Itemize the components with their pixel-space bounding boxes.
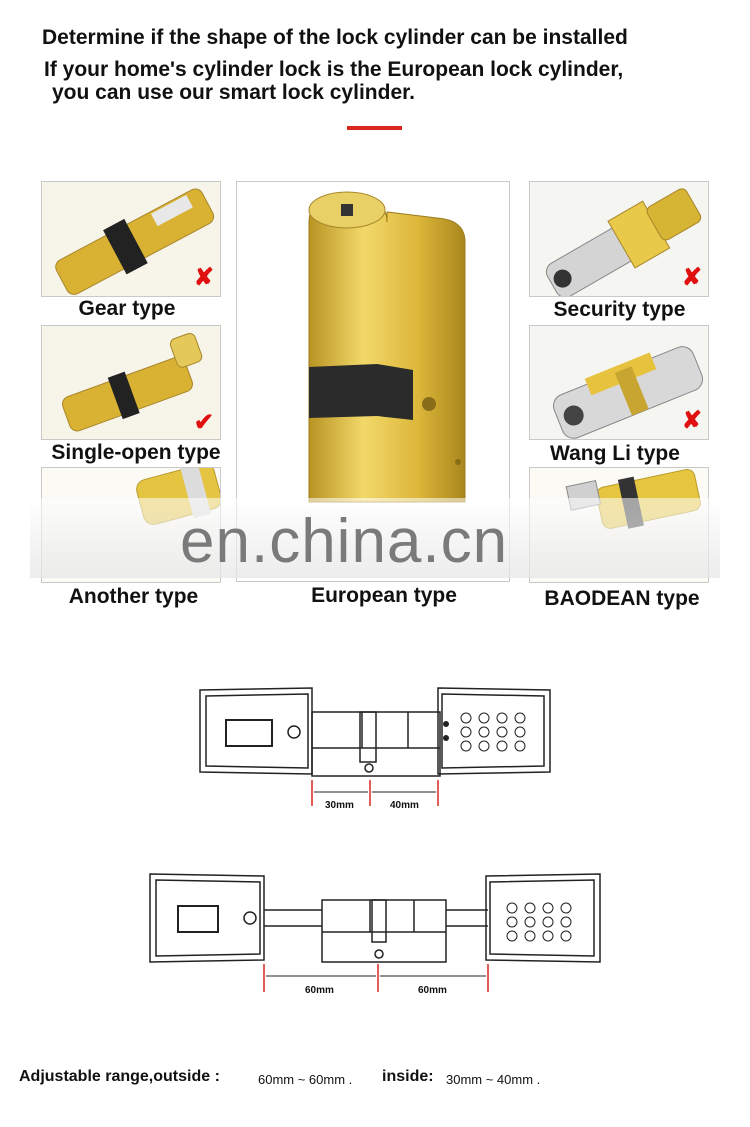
baodean-type-label: BAODEAN type [544, 587, 700, 610]
cross-mark-icon: ✘ [681, 407, 702, 434]
single-open-cylinder-image [42, 326, 220, 439]
lock-diagram-short [199, 687, 551, 806]
footer-range-label-outside: Adjustable range,outside : [19, 1068, 220, 1085]
gear-type-label: Gear type [78, 297, 176, 320]
gear-cylinder-image [42, 182, 220, 296]
lock-diagram-long [149, 873, 601, 992]
header-line-1: Determine if the shape of the lock cylin… [42, 26, 628, 49]
check-mark-icon: ✔ [193, 409, 214, 436]
wang-li-type-card: ✘ [529, 325, 709, 440]
dimension-label-left: 30mm [325, 800, 354, 811]
dimension-label-right: 40mm [390, 800, 419, 811]
gear-type-card: ✘ [41, 181, 221, 297]
footer-range-label-inside: inside: [382, 1068, 434, 1085]
cross-mark-icon: ✘ [193, 264, 214, 291]
watermark-text: en.china.cn [180, 507, 509, 576]
footer-range-value-outside: 60mm ~ 60mm . [258, 1072, 353, 1087]
security-type-label: Security type [553, 298, 686, 321]
european-type-label: European type [311, 584, 457, 607]
another-type-label: Another type [68, 585, 199, 608]
header-line-2: If your home's cylinder lock is the Euro… [44, 58, 624, 81]
footer-range-value-inside: 30mm ~ 40mm . [446, 1072, 541, 1087]
cross-mark-icon: ✘ [681, 264, 702, 291]
single-open-type-card: ✔ [41, 325, 221, 440]
security-cylinder-image [530, 182, 708, 296]
security-type-card: ✘ [529, 181, 709, 297]
red-divider [347, 126, 402, 130]
single-open-type-label: Single-open type [51, 441, 221, 464]
wang-li-type-label: Wang Li type [550, 442, 680, 465]
dimension-label-right: 60mm [418, 985, 447, 996]
dimension-label-left: 60mm [305, 985, 334, 996]
wang-li-cylinder-image [530, 326, 708, 439]
header-line-3: you can use our smart lock cylinder. [52, 81, 415, 104]
watermark-band [30, 498, 720, 578]
